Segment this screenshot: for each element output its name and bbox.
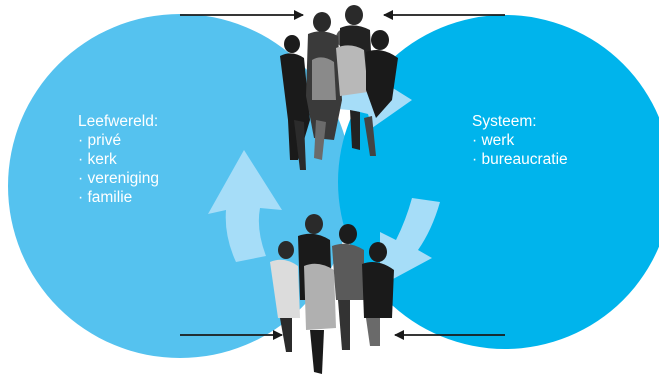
- leefwereld-circle: [8, 14, 352, 358]
- leefwereld-label: Leefwereld: privé kerk vereniging famili…: [78, 112, 159, 207]
- systeem-circle: [338, 15, 659, 349]
- systeem-item-werk: werk: [472, 131, 568, 150]
- leefwereld-item-vereniging: vereniging: [78, 169, 159, 188]
- cycle-arrow-left: [208, 150, 282, 262]
- systeem-item-bureaucratie: bureaucratie: [472, 150, 567, 169]
- leefwereld-item-familie: familie: [78, 188, 159, 207]
- systeem-title: Systeem:: [472, 113, 537, 130]
- leefwereld-item-prive: privé: [78, 131, 159, 150]
- cycle-arrow-right: [380, 198, 440, 286]
- people-group-top-icon: [280, 5, 398, 170]
- leefwereld-title: Leefwereld:: [78, 113, 159, 130]
- systeem-label: Systeem: werk bureaucratie: [472, 112, 568, 169]
- people-group-bottom-icon: [270, 214, 394, 374]
- leefwereld-item-kerk: kerk: [78, 150, 159, 169]
